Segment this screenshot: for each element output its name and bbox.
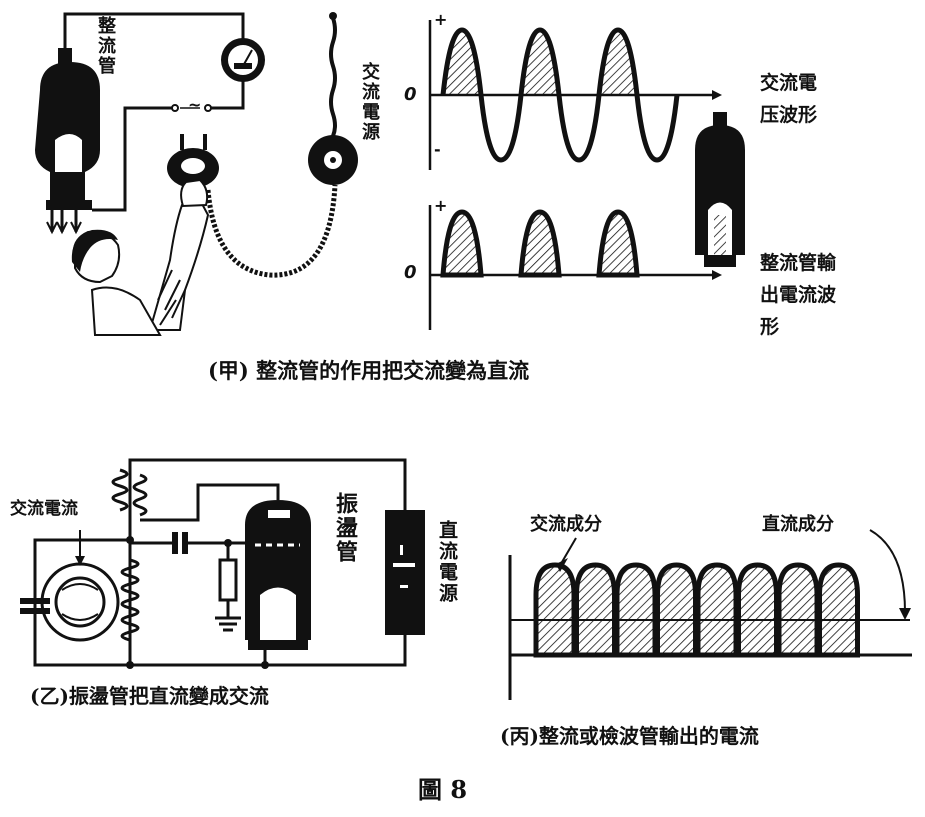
dc-component-arrow <box>869 529 906 613</box>
plus-sign-top: + <box>434 10 448 29</box>
figure-title: 圖 8 <box>418 775 468 804</box>
coil-right <box>132 473 148 517</box>
dc-component-label: 直流成分 <box>762 514 834 535</box>
plus-sign-bottom: + <box>434 196 448 215</box>
rectified-hump <box>574 562 617 658</box>
fig-a-caption: (甲) 整流管的作用把交流變為直流 <box>208 358 530 383</box>
ac-source-label: 交流電源 <box>359 62 380 142</box>
coil-top <box>111 468 129 512</box>
fig-b-caption: (乙)振盪管把直流變成交流 <box>30 684 269 708</box>
coil-lower <box>120 558 140 642</box>
zero-label-top: 0 <box>404 84 417 105</box>
socket <box>308 12 358 185</box>
rectified-hump <box>817 562 860 658</box>
dc-source-label: 直流電源 <box>436 520 458 604</box>
zero-label-bottom: 0 <box>404 262 417 283</box>
ac-current-label: 交流電流 <box>10 499 78 519</box>
ac-voltage-waveform <box>428 20 722 170</box>
rectifier-tube-label: 整流管 <box>95 16 116 76</box>
meter <box>221 38 265 82</box>
rectified-hump <box>655 562 698 658</box>
oscillator-tube-label: 振盪管 <box>332 492 357 564</box>
grid-resistor <box>215 558 241 632</box>
rectified-hump <box>736 562 779 658</box>
ac-component-label: 交流成分 <box>530 514 602 535</box>
tank-capacitor <box>20 598 50 614</box>
dc-wave-label-2: 出電流波 <box>760 284 837 306</box>
rectified-hump <box>695 562 739 658</box>
dc-battery <box>385 510 425 635</box>
coupling-capacitor <box>172 532 188 554</box>
ac-wave-label-2: 压波形 <box>760 104 818 126</box>
rectifier-circuit <box>63 12 245 212</box>
dc-wave-label-1: 整流管輸 <box>760 252 837 274</box>
fig-c-caption: (丙)整流或檢波管輸出的電流 <box>500 724 759 748</box>
ac-component-arrow <box>561 537 577 563</box>
rectified-hump <box>776 562 820 658</box>
dc-wave-label-3: 形 <box>760 316 780 338</box>
plug <box>167 134 219 188</box>
rectified-waveform <box>428 205 722 330</box>
rectified-hump <box>614 562 658 658</box>
rectified-hump <box>533 562 577 658</box>
minus-sign-top: - <box>434 140 441 159</box>
ac-current-symbol <box>40 530 120 642</box>
ac-tilde: ~ <box>188 95 202 114</box>
person-hand <box>71 178 210 336</box>
rectified-humps <box>533 562 860 658</box>
oscillator-tube <box>126 500 311 669</box>
ac-wave-label-1: 交流電 <box>760 72 818 94</box>
rectifier-tube-small <box>695 112 745 267</box>
rectifier-tube <box>35 48 100 235</box>
power-cord <box>205 184 338 278</box>
